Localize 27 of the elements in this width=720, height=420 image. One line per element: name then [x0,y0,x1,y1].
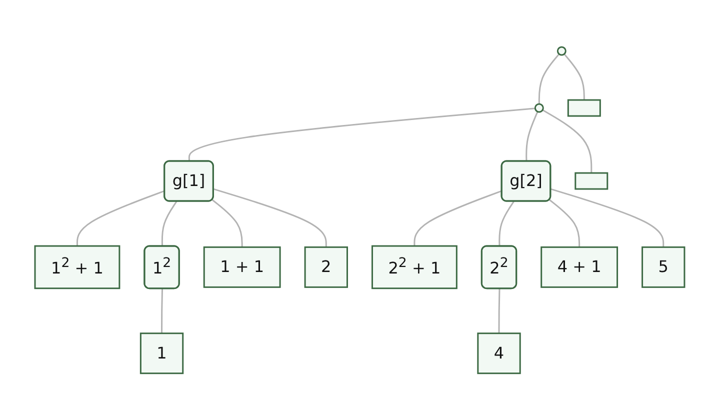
connector [188,107,536,162]
node-box: 2$^{2}$ + 1 [372,245,458,289]
node-box: 1$^{2}$ + 1 [34,245,120,289]
connector [162,200,178,246]
connector [76,190,166,246]
connector [526,111,539,162]
connector [538,53,560,104]
node-box: 5 [642,246,686,288]
connector [549,199,580,247]
node-box: 1 [140,332,184,374]
node-box: 1 + 1 [204,246,282,288]
connector [542,109,592,173]
node-circle [534,103,544,113]
node-box: 2 [304,246,348,288]
node-box: 4 + 1 [540,246,618,288]
node-box [574,172,608,190]
connector [161,288,164,334]
node-box [568,99,602,117]
connector [498,288,501,334]
connector [214,188,328,247]
connector [498,200,515,246]
node-circle [557,46,567,56]
connector [550,188,664,247]
connector [564,53,586,100]
connector [212,199,244,247]
connector [414,190,503,246]
node-box: 4 [477,332,522,374]
